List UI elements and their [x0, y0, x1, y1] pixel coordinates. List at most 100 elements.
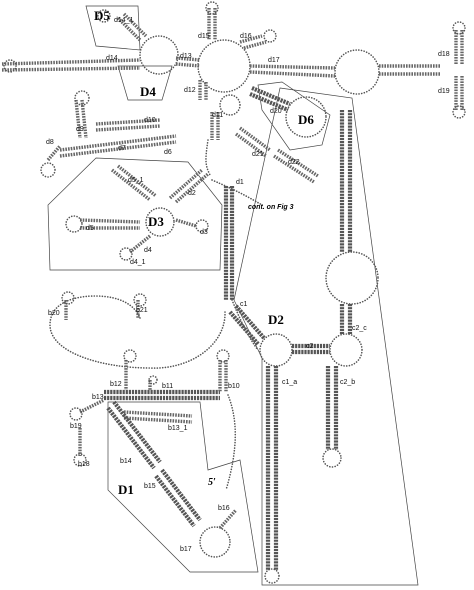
central-loop — [197, 39, 251, 93]
domain-label-d4: D4 — [140, 84, 156, 99]
b14-stem-b — [106, 406, 156, 470]
domain-label-group: D5 D4 D6 D3 D2 D1 — [94, 8, 314, 497]
helix-label-d11: d11 — [212, 112, 223, 119]
helix-label-d6: d6 — [164, 149, 172, 156]
b17-loop — [199, 526, 231, 558]
helix-label-d9: d9 — [76, 126, 84, 133]
c1-stem-b — [228, 310, 260, 346]
d14-hairpin-loop — [3, 59, 17, 73]
helix-label-d22: d22 — [288, 159, 300, 166]
helix-label-b10: b10 — [228, 383, 240, 390]
d11-connector — [205, 139, 211, 176]
helix-label-b13-1: b13_1 — [168, 425, 188, 432]
b18-loop — [73, 453, 87, 467]
d3-junction — [145, 207, 175, 237]
central-junction — [139, 35, 380, 116]
helix-label-d13: d13 — [180, 53, 192, 60]
c1-stem — [234, 304, 266, 340]
b16-stem — [218, 508, 238, 530]
helix-label-d17: d17 — [268, 57, 280, 64]
helix-label-d14: d14 — [106, 55, 118, 62]
d20-stem — [251, 86, 291, 106]
d6-box — [257, 81, 331, 151]
d14-1-loop — [97, 9, 111, 23]
b10-loop — [216, 349, 230, 363]
d17-stem-b — [249, 70, 336, 78]
d2-stem-b — [174, 172, 210, 204]
helix-label-d16: d16 — [240, 33, 252, 40]
c2b-loop — [322, 448, 342, 468]
helix-label-b20: b20 — [48, 310, 60, 317]
d8-stem — [46, 144, 62, 162]
d-helix-labels: d1 d2 d3 d4 d4_1 d5 d5_1 d6 d7 d8 d9 d10… — [46, 17, 450, 266]
d13-stem — [175, 56, 201, 62]
b-helix-labels: b10 b11 b12 b13 b13_1 b14 b15 b16 b17 b1… — [48, 307, 240, 553]
d19-loop — [452, 105, 466, 119]
c2-loop — [329, 333, 363, 367]
domain-label-d2: D2 — [268, 312, 284, 327]
d1-box — [107, 401, 259, 573]
c1a-loop — [264, 568, 280, 584]
d13-stem-b — [175, 62, 201, 68]
d21-stem-b — [234, 132, 268, 158]
d3-stem — [175, 218, 197, 228]
helix-label-d15: d15 — [198, 33, 210, 40]
connectors — [49, 139, 263, 491]
domain-label-d5: D5 — [94, 8, 110, 23]
five-prime-end-label: 5′ — [208, 477, 216, 488]
d5-loop — [65, 215, 83, 233]
helix-label-b11: b11 — [162, 383, 173, 390]
helix-label-d7: d7 — [118, 145, 126, 152]
d2-box — [233, 87, 419, 586]
helix-label-d5: d5 — [86, 225, 94, 232]
five-prime-tail — [225, 394, 237, 491]
d2-stem — [168, 168, 204, 200]
helix-label-d2: d2 — [188, 190, 196, 197]
d14-stem-lower — [1, 66, 141, 72]
helix-label-d8: d8 — [46, 139, 54, 146]
d8-loop — [40, 162, 56, 178]
c1-loop — [259, 333, 293, 367]
d1-dashed-connector — [211, 179, 263, 206]
helix-label-c2-b: c2_b — [340, 379, 355, 386]
domain-label-d3: D3 — [148, 214, 164, 229]
helix-label-b18: b18 — [78, 461, 90, 468]
b11-loop — [148, 375, 158, 385]
d4-stem — [128, 234, 152, 254]
d5-box — [85, 5, 141, 51]
d17-stem — [249, 64, 336, 70]
b19-loop — [69, 407, 83, 421]
b13-1-stem-b — [123, 416, 193, 424]
helix-label-b15: b15 — [144, 483, 156, 490]
d9-stem — [74, 99, 82, 139]
helix-label-d4: d4 — [144, 247, 152, 254]
helix-label-d1: d1 — [236, 179, 244, 186]
d17-loop — [334, 49, 380, 95]
helix-label-d4-1: d4_1 — [130, 259, 146, 266]
domain-boxes — [47, 5, 419, 586]
helix-label-c2: c2 — [306, 343, 314, 350]
b12-loop — [123, 349, 137, 363]
d5-stem — [79, 218, 141, 224]
d11-junction — [219, 94, 241, 116]
c2c-loop — [325, 251, 379, 305]
c-helix-labels: c1 c1_a c2 c2_b c2_c — [240, 301, 367, 386]
d7-stem — [59, 134, 177, 152]
domain-label-d1: D1 — [118, 482, 134, 497]
b21-loop — [133, 293, 147, 307]
helix-label-b13: b13 — [92, 394, 104, 401]
d9-loop — [74, 90, 90, 106]
d20-stem-b — [249, 92, 289, 112]
d21-stem — [238, 126, 272, 152]
d16-stem — [239, 34, 263, 44]
d14-stem — [1, 58, 141, 66]
helix-label-c1: c1 — [240, 301, 248, 308]
b13-1-stem — [123, 410, 193, 418]
helix-label-d5-1: d5_1 — [128, 177, 144, 184]
d9-stem-b — [80, 99, 88, 139]
helix-label-d21: d21 — [252, 151, 264, 158]
d2-d1-linker — [231, 299, 259, 351]
b20-b21-loop — [49, 295, 226, 369]
helix-label-b12: b12 — [110, 381, 122, 388]
